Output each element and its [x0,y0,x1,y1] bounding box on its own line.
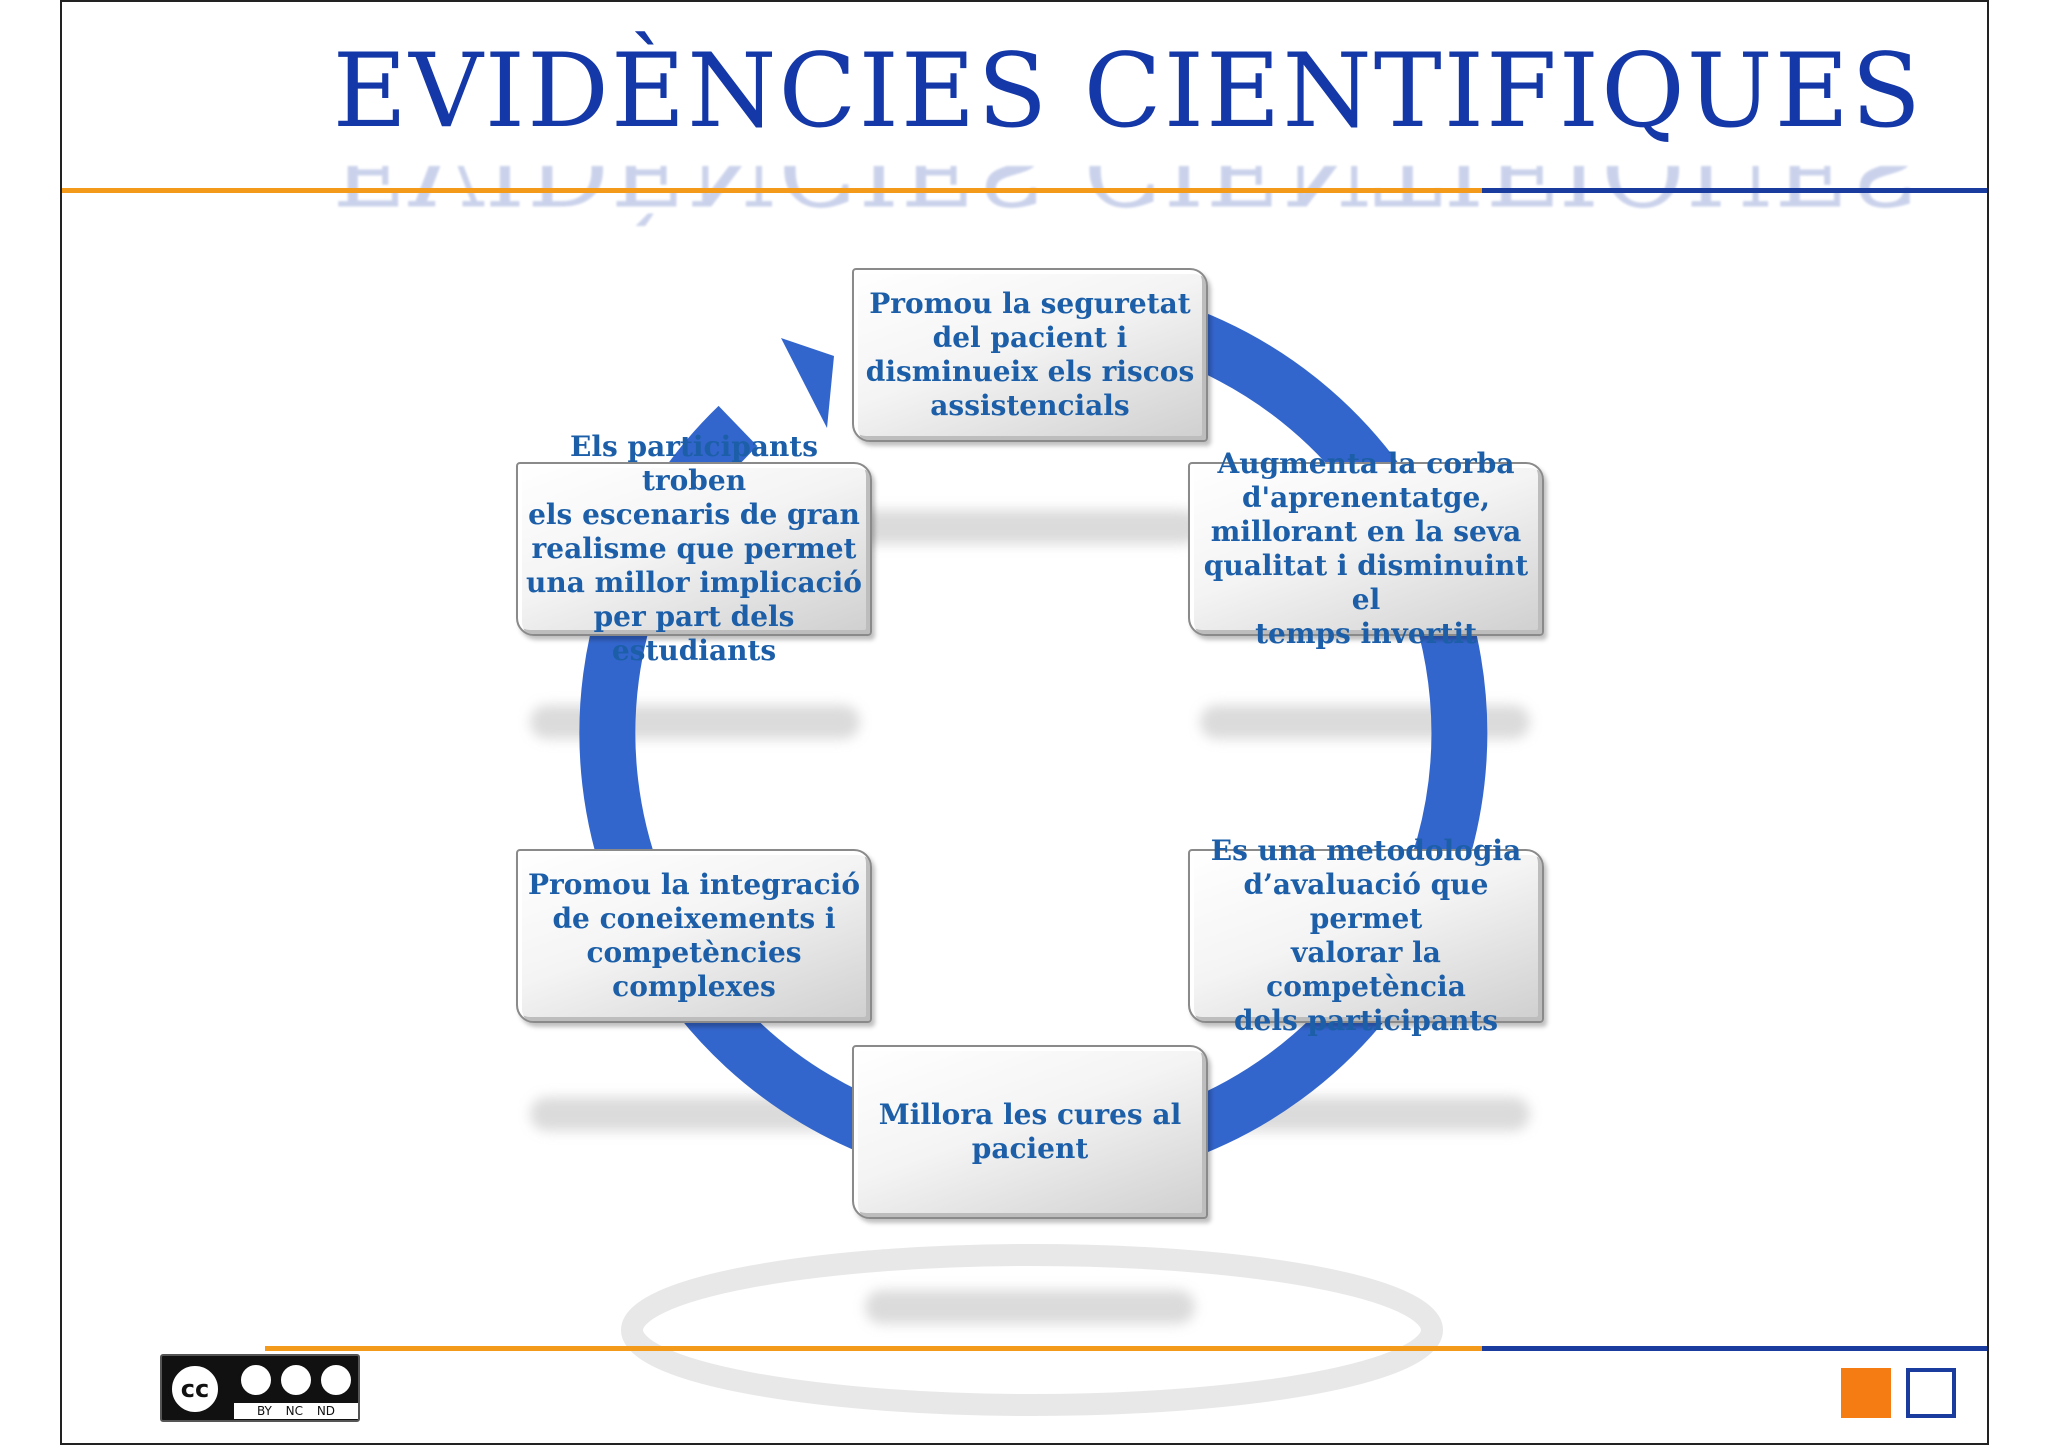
shadow-bar [865,1290,1195,1324]
cycle-node-realism: Els participants troben els escenaris de… [516,430,872,667]
cycle-node-patient-safety: Promou la seguretat del pacient i dismin… [852,268,1208,442]
cycle-node-patient-care: Millora les cures al pacient [852,1045,1208,1219]
creative-commons-logo: cc BY NC ND [160,1354,360,1422]
cc-icon: cc [168,1362,222,1416]
cycle-node-knowledge-integration: Promou la integració de coneixements i c… [516,849,872,1023]
license-labels: BY NC ND [234,1403,358,1419]
cycle-node-label: Els participants troben els escenaris de… [526,430,862,667]
shadow-bar [810,510,1200,544]
next-slide-button[interactable] [1906,1368,1956,1418]
attribution-icon [238,1362,274,1398]
cycle-arrowhead [781,338,834,428]
cycle-node-label: Augmenta la corba d'aprenentatge, millor… [1203,447,1529,650]
footer-rule-blue [1482,1346,1987,1351]
page-title: EVIDÈNCIES CIENTIFIQUES [332,32,1923,151]
cycle-node-label: Promou la seguretat del pacient i dismin… [865,287,1195,422]
noderivatives-icon [318,1362,354,1398]
cycle-node-label: Promou la integració de coneixements i c… [528,868,860,1003]
cycle-node-evaluation-methodology: Es una metodologia d’avaluació que perme… [1188,834,1544,1037]
cycle-node-learning-curve: Augmenta la corba d'aprenentatge, millor… [1188,447,1544,650]
noncommercial-icon [278,1362,314,1398]
ring-reflection [621,1244,1443,1416]
previous-slide-button[interactable] [1841,1368,1891,1418]
cycle-node-label: Millora les cures al pacient [878,1098,1182,1165]
header-rule-blue [1482,188,1987,193]
footer-rule-orange [265,1346,1482,1351]
cycle-node-label: Es una metodologia d’avaluació que perme… [1210,834,1522,1037]
header-rule-orange [62,188,1482,193]
